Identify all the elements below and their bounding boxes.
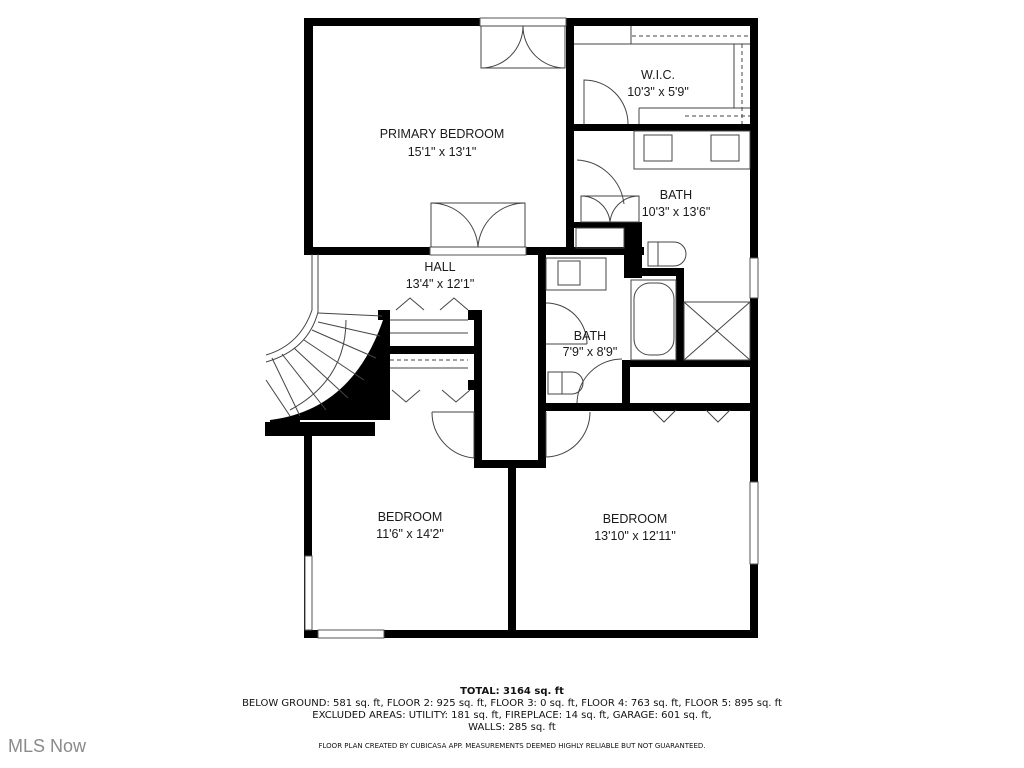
room-dims-wic: 10'3" x 5'9" [627, 85, 689, 99]
disclaimer: FLOOR PLAN CREATED BY CUBICASA APP. MEAS… [318, 742, 706, 750]
watermark: MLS Now [8, 736, 87, 756]
room-name-hall-bath: BATH [574, 329, 606, 343]
room-dims-bedroom-left: 11'6" x 14'2" [376, 527, 444, 541]
floor-areas: BELOW GROUND: 581 sq. ft, FLOOR 2: 925 s… [242, 698, 782, 709]
room-name-primary-bedroom: PRIMARY BEDROOM [380, 127, 505, 141]
room-dims-primary-bath: 10'3" x 13'6" [642, 205, 711, 219]
room-dims-hall-bath: 7'9" x 8'9" [563, 345, 618, 359]
room-name-hall: HALL [424, 260, 455, 274]
total-area: TOTAL: 3164 sq. ft [460, 686, 564, 697]
room-name-wic: W.I.C. [641, 68, 675, 82]
room-dims-primary-bedroom: 15'1" x 13'1" [408, 145, 477, 159]
room-dims-bedroom-right: 13'10" x 12'11" [594, 529, 676, 543]
room-labels: PRIMARY BEDROOM 15'1" x 13'1" W.I.C. 10'… [376, 68, 710, 543]
walls-area: WALLS: 285 sq. ft [468, 722, 556, 733]
room-name-bedroom-left: BEDROOM [378, 510, 443, 524]
windows [304, 17, 759, 639]
fixtures [265, 25, 751, 459]
room-name-primary-bath: BATH [660, 188, 692, 202]
excluded-areas: EXCLUDED AREAS: UTILITY: 181 sq. ft, FIR… [312, 710, 712, 721]
room-name-bedroom-right: BEDROOM [603, 512, 668, 526]
room-dims-hall: 13'4" x 12'1" [406, 277, 475, 291]
